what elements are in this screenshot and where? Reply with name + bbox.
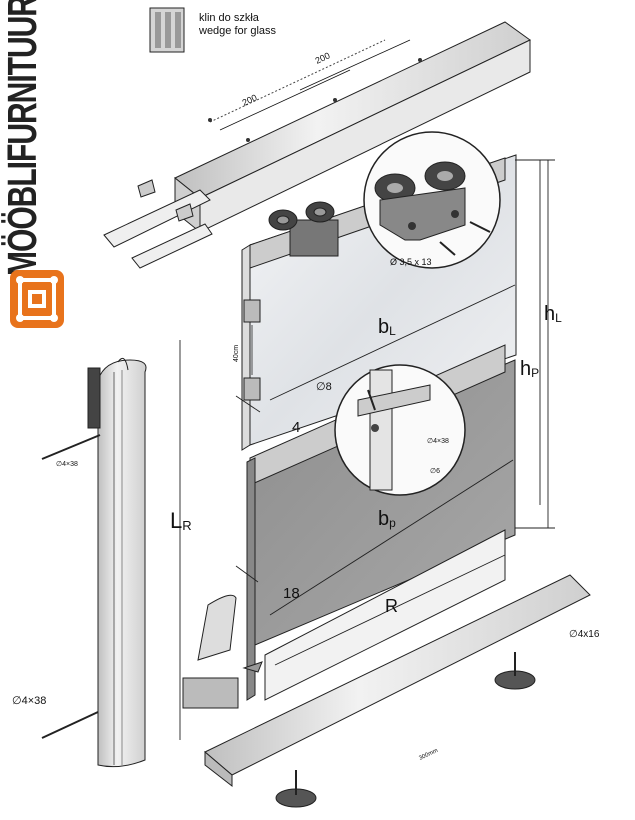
roller-screw-label: Ø 3,5 x 13 — [390, 257, 432, 267]
glass-thickness-label: 4 — [292, 419, 300, 436]
bracket-screw-label: ∅4×38 — [427, 438, 449, 445]
bottom-guide-parts — [182, 594, 263, 709]
rail-spacing-label-1: 200 — [241, 92, 259, 107]
top-rail — [174, 21, 531, 234]
handle-screw-icon — [41, 434, 101, 739]
brand-logo-icon — [10, 270, 64, 328]
width-glass-label: bL — [378, 316, 396, 338]
spacer-blocks — [243, 299, 261, 401]
rail-length-label: R — [385, 596, 398, 616]
handle-screw-bottom-label: ∅4×38 — [12, 695, 46, 707]
floor-stop-icon — [275, 652, 536, 808]
wedge-label: klin do szkła wedge for glass — [199, 12, 277, 37]
bracket-diameter-label: ∅8 — [316, 381, 332, 393]
rail-spacing-label-2: 200 — [314, 50, 332, 65]
width-solid-label: bp — [378, 508, 396, 530]
floor-screw-label: ∅4x16 — [569, 629, 600, 640]
solid-thickness-label: 18 — [283, 585, 300, 602]
spacer-distance-label: 40cm — [233, 345, 240, 362]
roller-detail-inset — [363, 131, 501, 269]
glass-wedge-icon — [149, 7, 185, 53]
handle-screw-top-label: ∅4×38 — [56, 461, 78, 468]
height-solid-label: hP — [520, 358, 539, 380]
vertical-handle-profile — [87, 357, 147, 768]
height-glass-label: hL — [544, 303, 562, 325]
rail-insert-clips — [103, 179, 213, 269]
bracket-detail-inset — [334, 364, 466, 496]
handle-length-label: LR — [170, 508, 192, 533]
dimension-lines — [179, 159, 555, 740]
bottom-rail — [204, 574, 591, 788]
bracket-hole-label: ∅6 — [430, 468, 440, 475]
door-roller-icon — [268, 201, 339, 257]
bottom-rail-length-label: 300mm — [418, 748, 439, 762]
